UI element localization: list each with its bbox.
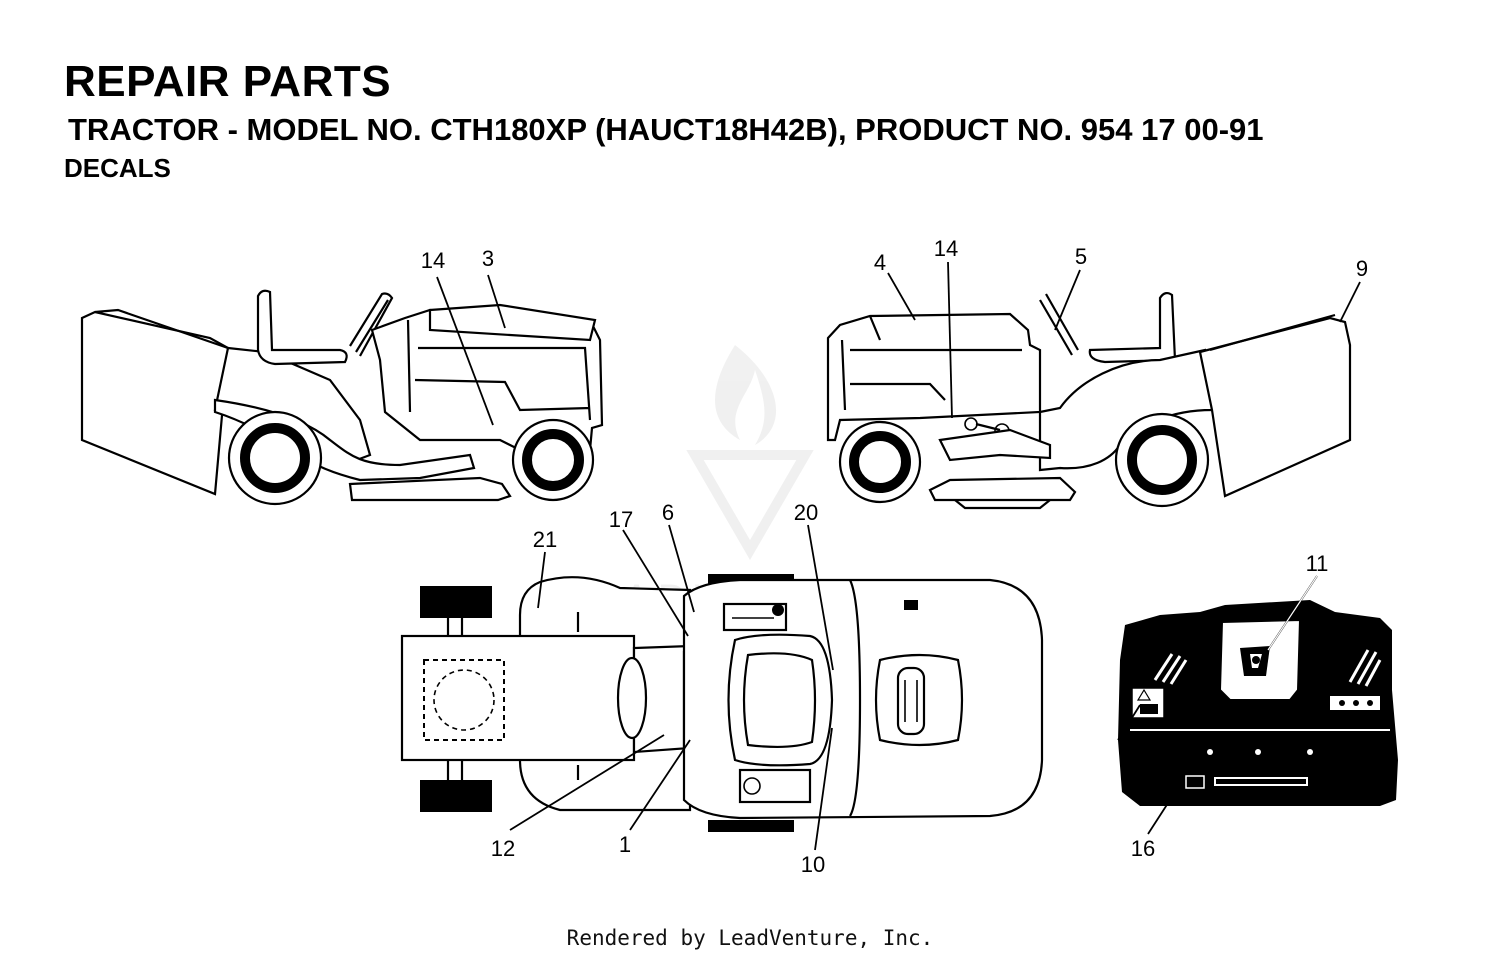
callout-9: 9 xyxy=(1356,256,1368,281)
tractor-right-side-view: 4 14 5 9 xyxy=(826,236,1368,510)
section-heading: DECALS xyxy=(64,153,171,183)
callout-16: 16 xyxy=(1131,836,1155,861)
leader-line xyxy=(668,524,695,613)
leader-line xyxy=(947,261,953,419)
callout-4: 4 xyxy=(874,250,886,275)
callout-14: 14 xyxy=(934,236,958,261)
leader-line xyxy=(487,274,506,329)
callout-21: 21 xyxy=(533,527,557,552)
tractor-left-side-view: 14 3 xyxy=(80,246,604,506)
callout-17: 17 xyxy=(609,507,633,532)
page-title: REPAIR PARTS xyxy=(64,57,392,106)
callout-5: 5 xyxy=(1075,244,1087,269)
rendered-by-footer: Rendered by LeadVenture, Inc. xyxy=(566,926,934,950)
leader-line xyxy=(509,734,665,831)
leader-line xyxy=(1054,269,1081,331)
leader-line xyxy=(436,276,494,426)
leader-line xyxy=(537,551,546,609)
tractor-rear-view: 11 16 xyxy=(1117,551,1398,861)
leader-line xyxy=(1147,799,1171,835)
leader-line xyxy=(1117,704,1141,741)
model-subtitle: TRACTOR - MODEL NO. CTH180XP (HAUCT18H42… xyxy=(68,112,1264,147)
callout-10: 10 xyxy=(801,852,825,877)
leader-line xyxy=(807,524,834,671)
callout-1: 1 xyxy=(619,832,631,857)
callout-14: 14 xyxy=(421,248,445,273)
leader-line xyxy=(814,727,833,851)
callout-11: 11 xyxy=(1306,551,1329,576)
leader-line xyxy=(622,529,689,637)
tractor-top-view: 21 17 6 20 12 1 10 xyxy=(400,500,1044,877)
callout-12: 12 xyxy=(491,836,515,861)
callout-6: 6 xyxy=(662,500,674,525)
callout-3: 3 xyxy=(482,246,494,271)
leader-line xyxy=(887,272,916,321)
leader-line xyxy=(629,739,691,831)
leader-line xyxy=(1339,281,1361,323)
callout-20: 20 xyxy=(794,500,818,525)
